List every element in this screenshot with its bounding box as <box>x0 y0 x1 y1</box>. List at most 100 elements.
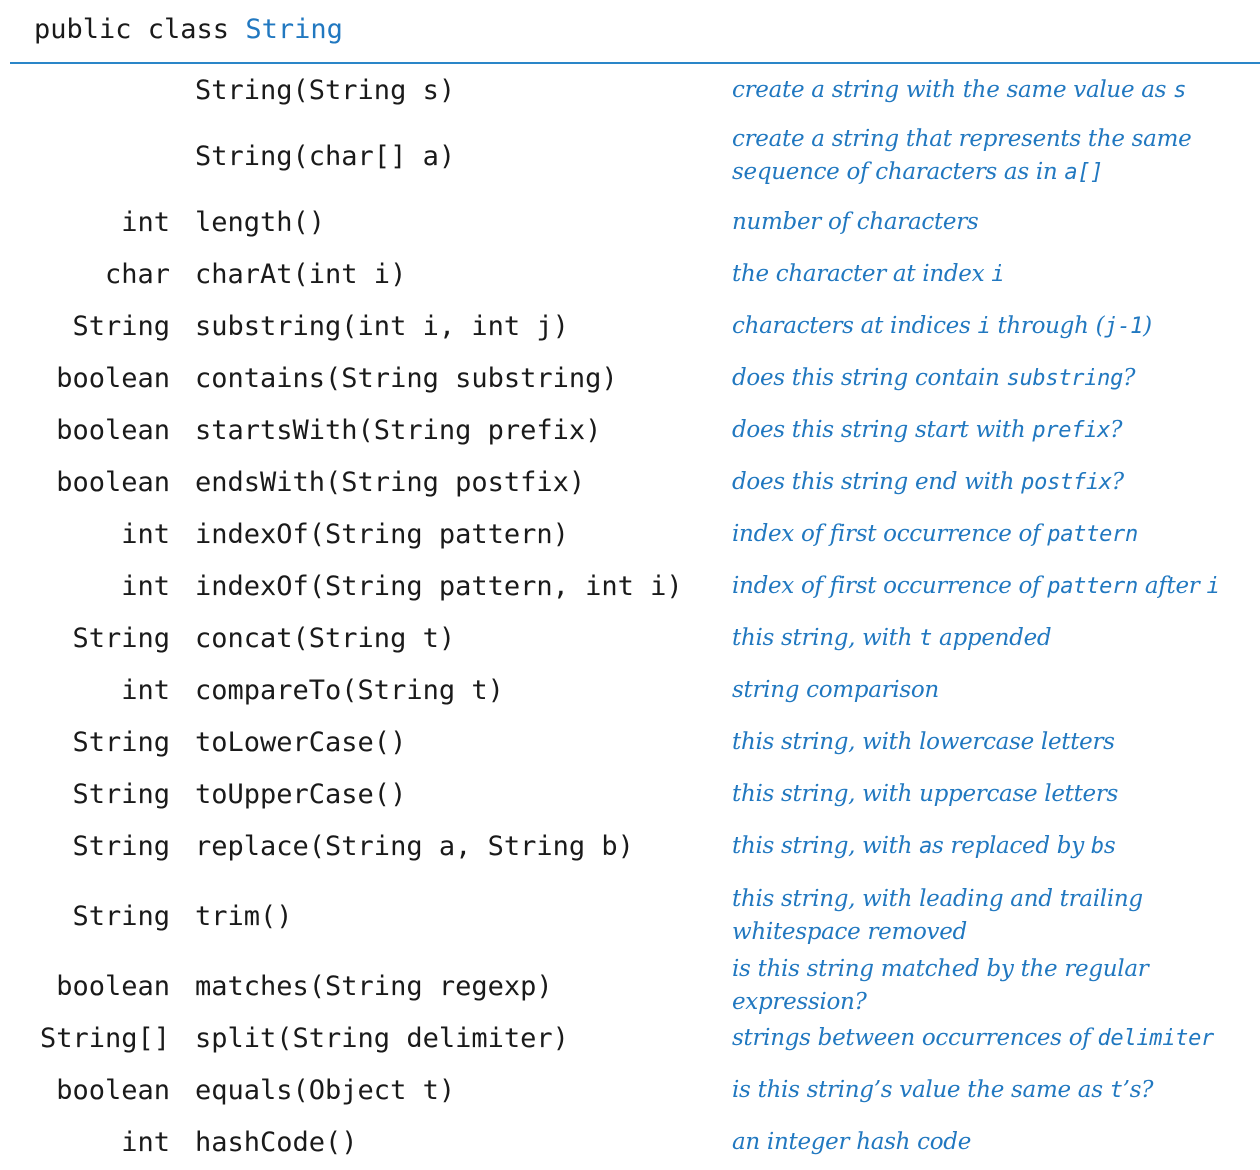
method-list: String(String s) create a string with the… <box>0 64 1260 1168</box>
return-type: int <box>121 206 170 238</box>
method-description: index of first occurrence of pattern <box>732 508 1252 560</box>
description-text: this string, with lowercase letters <box>732 728 1115 755</box>
code-term: i <box>1206 573 1220 599</box>
method-signature: trim() <box>195 900 293 932</box>
method-signature: toUpperCase() <box>195 778 407 810</box>
description-text: ? <box>1111 468 1124 495</box>
return-type: boolean <box>56 466 170 498</box>
description-text: this string, with leading and trailing w… <box>732 886 1143 945</box>
description-text: ) <box>1143 312 1152 339</box>
method-row: String replace(String a, String b) this st… <box>0 820 1260 872</box>
code-term: postfix <box>1021 469 1112 495</box>
method-description: is this string’s value the same as t’s? <box>732 1064 1252 1116</box>
return-type: int <box>121 518 170 550</box>
description-text: is this string matched by the regular ex… <box>732 956 1149 1015</box>
method-row: String(String s) create a string with the… <box>0 64 1260 116</box>
method-description: string comparison <box>732 664 1252 716</box>
method-description: this string, with t appended <box>732 612 1252 664</box>
method-signature: String(char[] a) <box>195 140 456 172</box>
description-text: does this string contain <box>732 364 1007 391</box>
method-signature: equals(Object t) <box>195 1074 456 1106</box>
description-text: this string, with <box>732 624 920 651</box>
return-type: String <box>72 622 170 654</box>
return-type: int <box>121 674 170 706</box>
method-signature: concat(String t) <box>195 622 456 654</box>
description-text: ? <box>1110 416 1123 443</box>
description-text: create a string that represents the same… <box>732 126 1192 185</box>
description-text: this string, with uppercase letters <box>732 780 1119 807</box>
description-text: does this string end with <box>732 468 1022 495</box>
code-term: a[] <box>1064 160 1104 185</box>
method-description: this string, with as replaced by bs <box>732 820 1252 872</box>
description-text: s replaced by <box>932 832 1091 859</box>
code-term: i <box>977 313 991 339</box>
return-type: boolean <box>56 362 170 394</box>
return-type: String[] <box>39 1022 170 1054</box>
method-signature: matches(String regexp) <box>195 970 553 1002</box>
description-text: characters at indices <box>732 312 978 339</box>
method-row: String(char[] a) create a string that rep… <box>0 116 1260 196</box>
return-type: boolean <box>56 1074 170 1106</box>
header-rule <box>10 62 1260 64</box>
description-text: ? <box>1123 364 1136 391</box>
method-row: boolean matches(String regexp) is this str… <box>0 956 1260 1015</box>
method-signature: compareTo(String t) <box>195 674 504 706</box>
return-type: boolean <box>56 970 170 1002</box>
method-signature: replace(String a, String b) <box>195 830 634 862</box>
description-text: s <box>1103 832 1116 859</box>
code-term: j-1 <box>1104 313 1144 339</box>
code-term: s <box>1173 77 1187 103</box>
method-row: String toLowerCase() this string, with low… <box>0 716 1260 768</box>
description-text: after <box>1137 572 1207 599</box>
method-row: boolean equals(Object t) is this string’s … <box>0 1064 1260 1116</box>
return-type: boolean <box>56 414 170 446</box>
code-term: t <box>919 625 933 651</box>
class-header-prefix: public class <box>34 14 246 45</box>
method-row: String[] split(String delimiter) strings b… <box>0 1012 1260 1064</box>
return-type: String <box>72 726 170 758</box>
method-row: int compareTo(String t) string comparison <box>0 664 1260 716</box>
return-type: String <box>72 830 170 862</box>
method-signature: hashCode() <box>195 1126 358 1158</box>
method-row: String trim() this string, with leading an… <box>0 872 1260 960</box>
code-term: pattern <box>1047 521 1138 547</box>
description-text: does this string start with <box>732 416 1033 443</box>
description-text: through ( <box>990 312 1105 339</box>
code-term: i <box>991 261 1005 287</box>
method-row: String concat(String t) this string, with … <box>0 612 1260 664</box>
description-text: is this string’s value the same as <box>732 1076 1110 1103</box>
method-description: this string, with lowercase letters <box>732 716 1252 768</box>
return-type: int <box>121 1126 170 1158</box>
method-row: int length() number of characters <box>0 196 1260 248</box>
description-text: strings between occurrences of <box>732 1024 1098 1051</box>
method-signature: charAt(int i) <box>195 258 407 290</box>
method-signature: String(String s) <box>195 74 456 106</box>
method-signature: toLowerCase() <box>195 726 407 758</box>
description-text: create a string with the same value as <box>732 76 1174 103</box>
method-signature: substring(int i, int j) <box>195 310 569 342</box>
method-description: strings between occurrences of delimiter <box>732 1012 1252 1064</box>
method-signature: length() <box>195 206 326 238</box>
return-type: String <box>72 900 170 932</box>
method-description: characters at indices i through (j-1) <box>732 300 1252 352</box>
description-text: string comparison <box>732 676 939 703</box>
method-description: the character at index i <box>732 248 1252 300</box>
method-description: create a string that represents the same… <box>732 116 1252 196</box>
return-type: char <box>104 258 170 290</box>
method-description: create a string with the same value as s <box>732 64 1252 116</box>
description-text: index of first occurrence of <box>732 520 1048 547</box>
method-signature: split(String delimiter) <box>195 1022 569 1054</box>
class-name: String <box>245 14 343 45</box>
method-row: char charAt(int i) the character at index … <box>0 248 1260 300</box>
description-text: this string, with <box>732 832 920 859</box>
method-signature: endsWith(String postfix) <box>195 466 586 498</box>
method-description: index of first occurrence of pattern aft… <box>732 560 1252 612</box>
method-description: number of characters <box>732 196 1252 248</box>
